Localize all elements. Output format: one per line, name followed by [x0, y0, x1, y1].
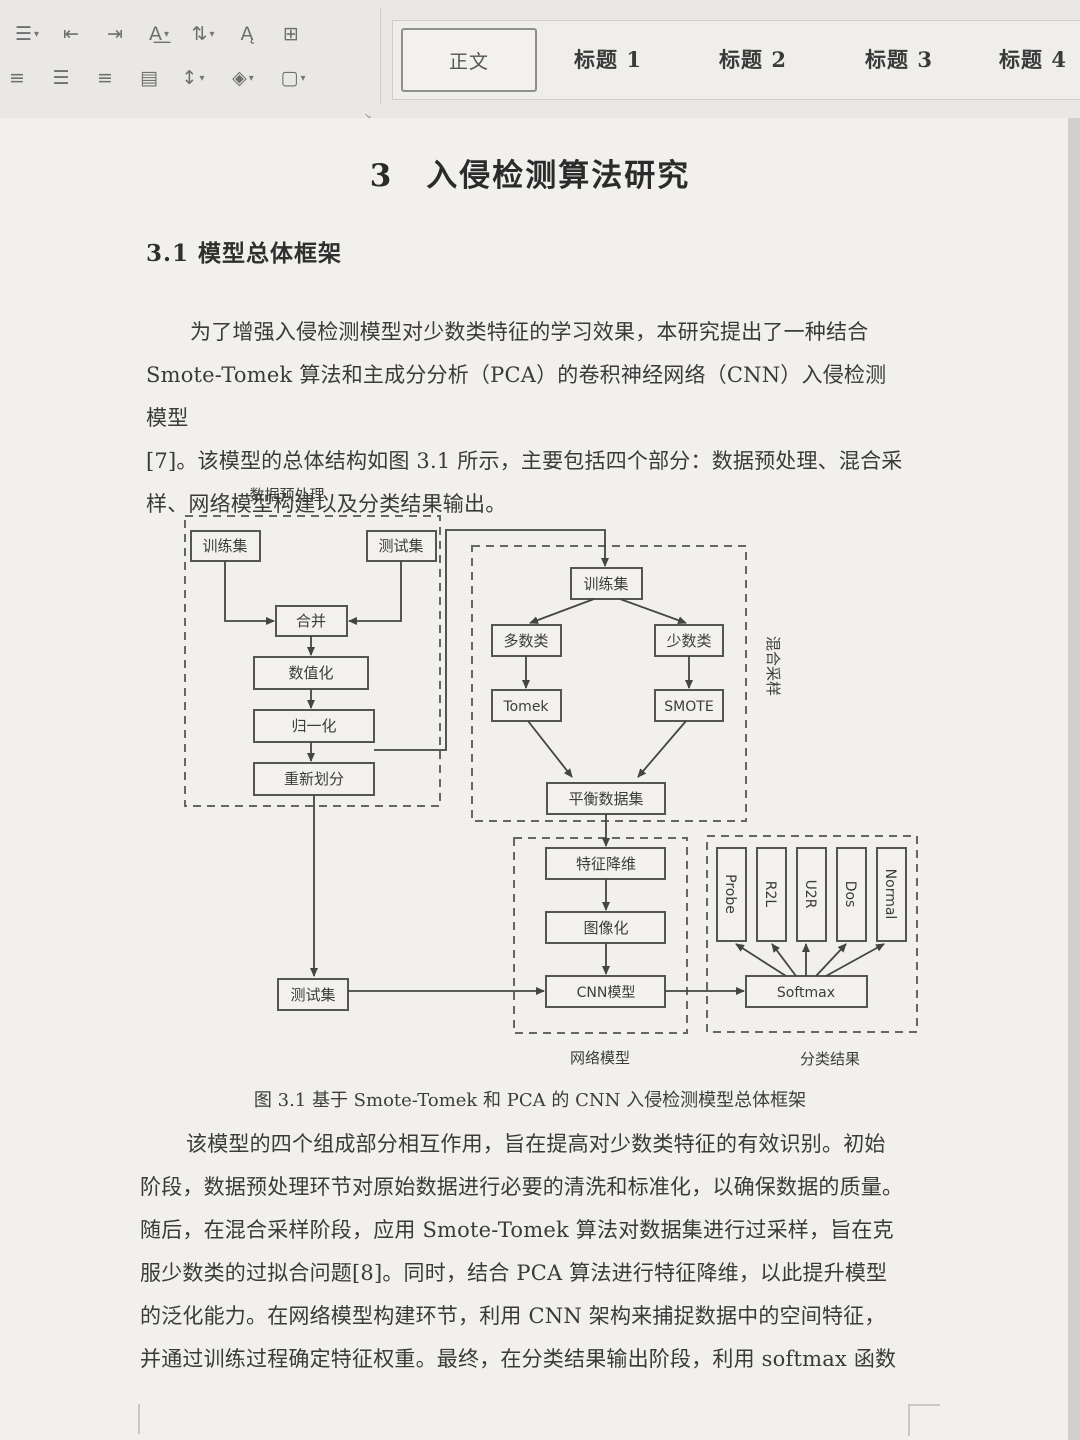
node-train-set-2: 训练集 [583, 575, 628, 593]
model-framework-diagram: 数据预处理 网络模型 分类结果 混合采样 训练集 测试集 合并 数值化 归一化 … [184, 486, 918, 1068]
text-line: 阶段，数据预处理环节对原始数据进行必要的清洗和标准化，以确保数据的质量。 [140, 1175, 904, 1199]
class-dos: Dos [842, 881, 858, 908]
group-label-preprocess: 数据预处理 [249, 486, 324, 504]
node-numeric: 数值化 [288, 664, 333, 682]
text-line: 的泛化能力。在网络模型构建环节，利用 CNN 架构来捕捉数据中的空间特征， [140, 1304, 886, 1328]
network-group-frame [513, 837, 688, 1034]
node-resplit: 重新划分 [284, 770, 344, 788]
section-title: 3.1 模型总体框架 [146, 240, 343, 267]
text-line: 随后，在混合采样阶段，应用 Smote-Tomek 算法对数据集进行过采样，旨在… [140, 1218, 894, 1242]
sampling-group-frame [471, 545, 747, 822]
margin-corner-mark [112, 1404, 140, 1434]
style-heading-2[interactable]: 标题 2 [719, 47, 787, 72]
text-line: 该模型的四个组成部分相互作用，旨在提高对少数类特征的有效识别。初始 [186, 1132, 886, 1156]
text-line: 为了增强入侵检测模型对少数类特征的学习效果，本研究提出了一种结合 [190, 320, 869, 344]
text-line: [7]。该模型的总体结构如图 3.1 所示，主要包括四个部分：数据预处理、混合采 [146, 449, 903, 473]
text-line: 样、网络模型构建以及分类结果输出。 [146, 492, 507, 516]
shading-icon[interactable]: ◈▾ [232, 67, 254, 89]
styles-gallery: 正文 标题 1 标题 2 标题 3 标题 4 [392, 20, 1080, 100]
class-probe: Probe [722, 874, 738, 914]
chinese-layout-icon[interactable]: Ą [240, 23, 254, 45]
class-u2r: U2R [802, 880, 818, 909]
style-heading-1[interactable]: 标题 1 [574, 47, 642, 72]
node-test-set: 测试集 [378, 537, 423, 555]
group-label-result: 分类结果 [800, 1050, 860, 1068]
table-grid-icon[interactable]: ⊞ [283, 23, 299, 45]
style-normal[interactable]: 正文 [401, 28, 537, 92]
node-test-set-2: 测试集 [290, 986, 335, 1004]
group-label-sampling: 混合采样 [764, 636, 782, 696]
page-shadow [1068, 118, 1080, 1440]
node-majority: 多数类 [503, 632, 548, 650]
distributed-align-icon[interactable]: ▤ [140, 67, 158, 89]
bullet-list-icon[interactable]: ☰▾ [14, 23, 40, 45]
preprocess-group-frame [184, 515, 441, 807]
paragraph-format-group: ☰▾ ⇤ ⇥ A͟▾ ⇅▾ Ą ⊞ ≡ ☰ ≡ ▤ ↕▾ ◈▾ ▢▾ ↘ [0, 12, 372, 122]
node-cnn: CNN模型 [577, 985, 636, 1001]
align-center-icon[interactable]: ☰ [52, 67, 70, 89]
paragraph-explanation[interactable]: 该模型的四个组成部分相互作用，旨在提高对少数类特征的有效识别。初始 阶段，数据预… [140, 1123, 910, 1381]
decrease-indent-icon[interactable]: ⇤ [63, 23, 79, 45]
text-line: Smote-Tomek 算法和主成分分析（PCA）的卷积神经网络（CNN）入侵检… [146, 363, 887, 430]
node-softmax: Softmax [777, 985, 835, 1001]
class-normal: Normal [882, 869, 898, 920]
align-left-icon[interactable]: ≡ [9, 67, 25, 89]
node-tomek: Tomek [502, 699, 549, 715]
class-r2l: R2L [762, 881, 778, 908]
chapter-title: 3 入侵检测算法研究 [369, 158, 691, 194]
dialog-launcher-icon[interactable]: ↘ [364, 112, 372, 122]
node-balanced: 平衡数据集 [568, 790, 643, 808]
node-normalize: 归一化 [291, 717, 336, 735]
margin-corner-mark [908, 1404, 940, 1436]
text-line: 服少数类的过拟合问题[8]。同时，结合 PCA 算法进行特征降维，以此提升模型 [140, 1261, 888, 1285]
border-icon[interactable]: ▢▾ [280, 67, 306, 89]
node-feature-reduce: 特征降维 [576, 855, 636, 873]
increase-indent-icon[interactable]: ⇥ [107, 23, 123, 45]
style-heading-3[interactable]: 标题 3 [865, 47, 933, 72]
ribbon-toolbar: ☰▾ ⇤ ⇥ A͟▾ ⇅▾ Ą ⊞ ≡ ☰ ≡ ▤ ↕▾ ◈▾ ▢▾ ↘ 正文 … [0, 0, 1080, 122]
figure-caption: 图 3.1 基于 Smote-Tomek 和 PCA 的 CNN 入侵检测模型总… [253, 1090, 807, 1111]
node-train-set: 训练集 [202, 537, 247, 555]
ribbon-divider [380, 8, 381, 104]
node-merge: 合并 [296, 612, 326, 630]
node-imaging: 图像化 [583, 919, 628, 937]
node-smote: SMOTE [664, 699, 713, 715]
document-page[interactable] [0, 118, 1070, 1440]
text-direction-icon[interactable]: A͟▾ [148, 23, 170, 45]
node-minority: 少数类 [666, 632, 711, 650]
sort-icon[interactable]: ⇅▾ [191, 23, 215, 45]
paragraph-intro[interactable]: 为了增强入侵检测模型对少数类特征的学习效果，本研究提出了一种结合 Smote-T… [146, 311, 906, 526]
style-heading-4[interactable]: 标题 4 [999, 47, 1067, 72]
result-group-frame [706, 835, 918, 1033]
line-spacing-icon[interactable]: ↕▾ [181, 67, 205, 89]
text-line: 并通过训练过程确定特征权重。最终，在分类结果输出阶段，利用 softmax 函数 [140, 1347, 897, 1371]
group-label-network: 网络模型 [570, 1049, 630, 1067]
align-right-icon[interactable]: ≡ [97, 67, 113, 89]
